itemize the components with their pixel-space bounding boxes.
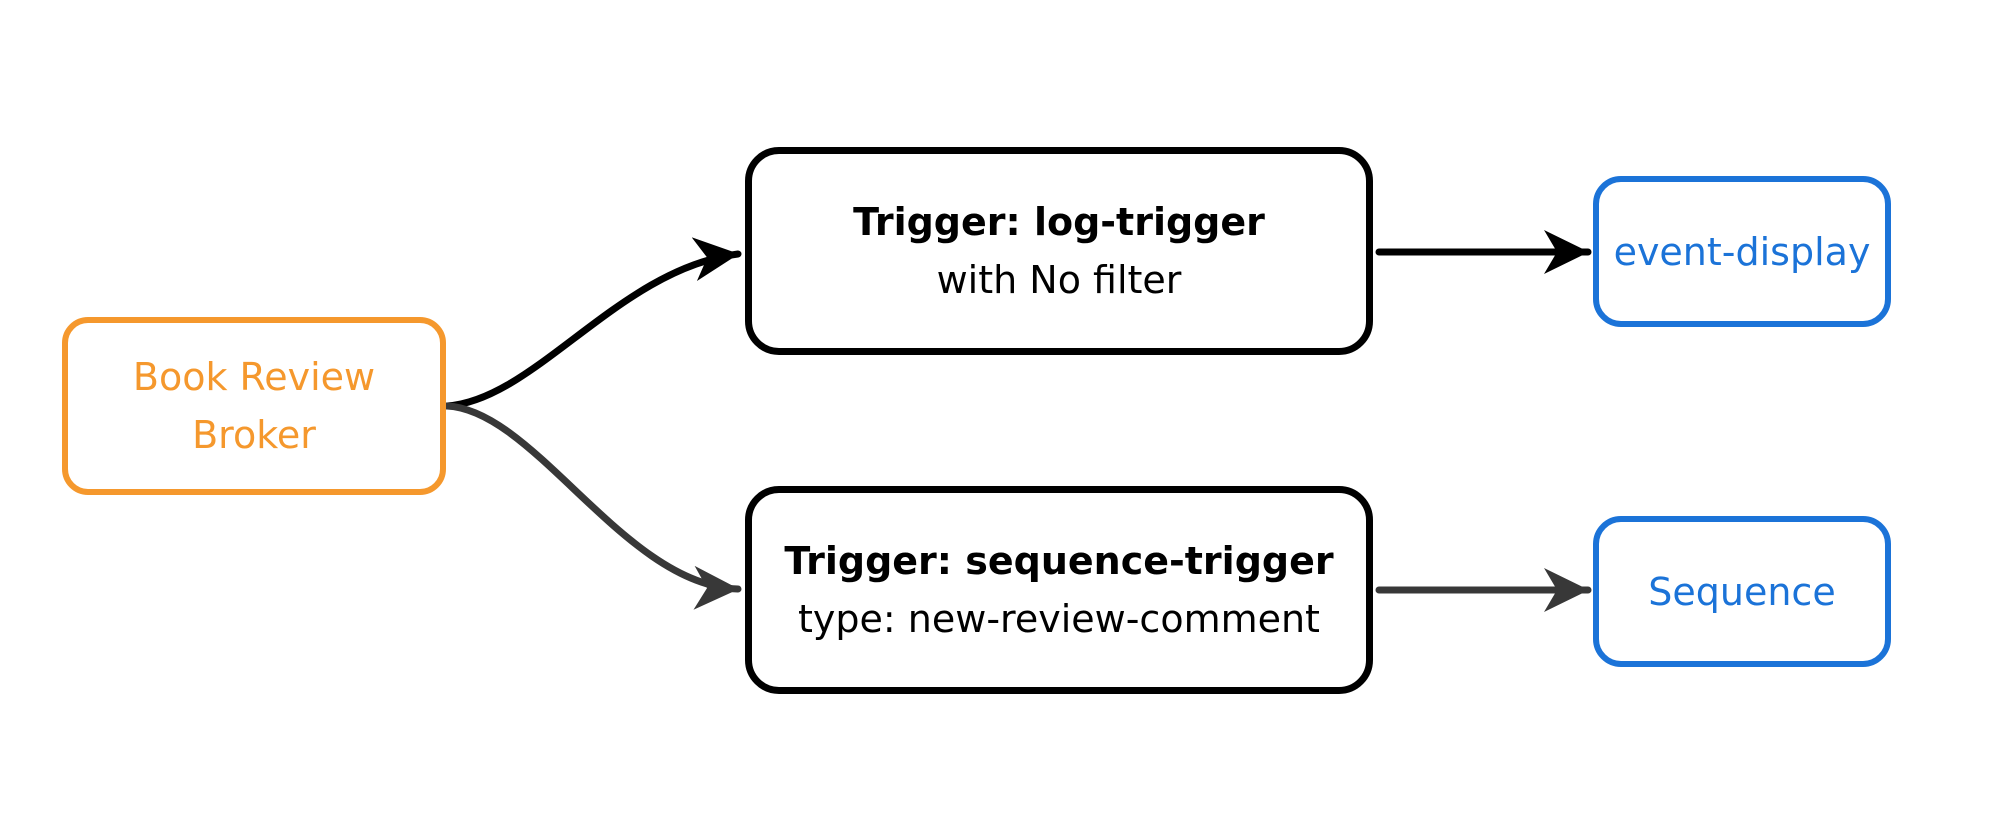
- node-log-trigger-subtitle: with No filter: [936, 258, 1182, 302]
- node-log-trigger-title: Trigger: log-trigger: [853, 200, 1265, 244]
- node-sequence: Sequence: [1593, 516, 1891, 667]
- node-sequence-label: Sequence: [1648, 569, 1836, 614]
- node-sequence-trigger-title: Trigger: sequence-trigger: [784, 539, 1334, 583]
- node-log-trigger: Trigger: log-trigger with No filter: [745, 147, 1373, 355]
- node-book-review-broker-label: Book Review Broker: [132, 355, 376, 457]
- node-book-review-broker: Book Review Broker: [62, 317, 446, 495]
- edge-broker-to-log-trigger: [443, 237, 742, 410]
- node-sequence-trigger: Trigger: sequence-trigger type: new-revi…: [745, 486, 1373, 694]
- edge-broker-to-sequence-trigger: [443, 402, 742, 610]
- node-event-display: event-display: [1593, 176, 1891, 327]
- node-sequence-trigger-subtitle: type: new-review-comment: [798, 597, 1320, 641]
- node-event-display-label: event-display: [1613, 229, 1871, 274]
